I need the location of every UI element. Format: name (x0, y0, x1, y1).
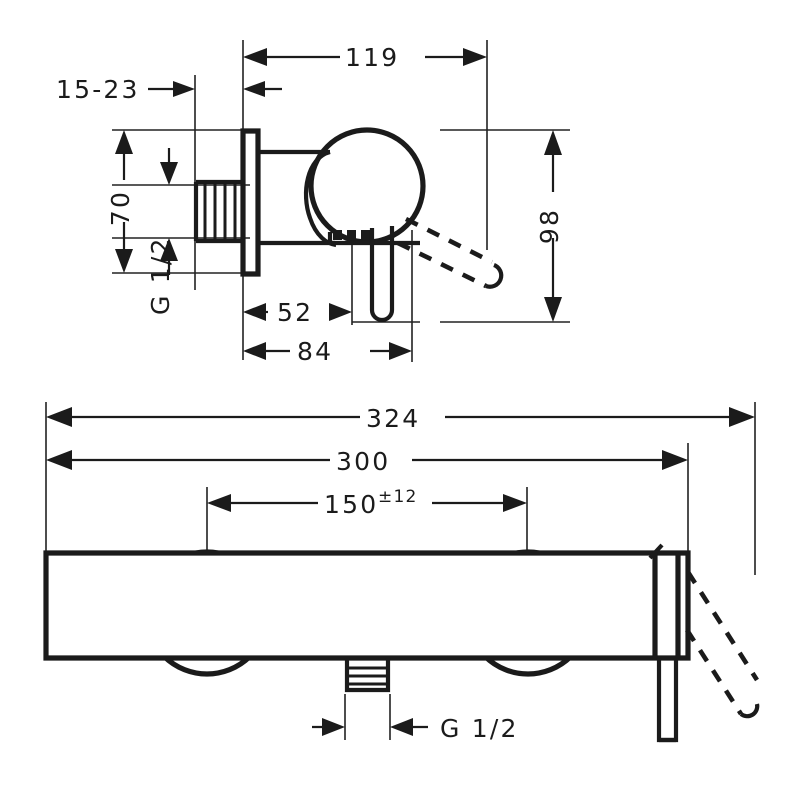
dimension-52: 52 (243, 298, 352, 327)
dim-label-300: 300 (336, 447, 390, 476)
dimension-98: 98 (535, 130, 564, 322)
bottom-front-view: 324 300 150 ±12 (43, 402, 760, 743)
dimension-outlet-g12: G 1/2 (312, 714, 519, 743)
dim-label-84: 84 (297, 337, 333, 366)
label-thread-g12-bottom: G 1/2 (440, 714, 519, 743)
dim-label-150-tolerance: ±12 (378, 487, 417, 507)
lever-swing-front-2 (685, 628, 743, 716)
dimension-300: 300 (46, 447, 688, 476)
wall-flange-plate (240, 128, 261, 277)
thread-hatching (203, 184, 237, 239)
lever-swing-dashed-2 (396, 240, 488, 289)
lever-handle-front (648, 543, 760, 743)
dimension-70: 70 (106, 130, 178, 275)
mixer-body-side (193, 127, 504, 323)
dim-label-70: 70 (106, 190, 135, 226)
dimension-119: 119 (243, 43, 487, 72)
lever-collar (327, 232, 420, 246)
lever-swing-dashed-1 (404, 216, 494, 265)
dim-label-119: 119 (345, 43, 399, 72)
dim-label-324: 324 (366, 404, 420, 433)
outlet-connector (344, 658, 391, 693)
top-extension-lines (112, 40, 570, 362)
lever-shaft-front (656, 658, 679, 743)
outlet-thread-hatching (349, 666, 386, 686)
cartridge-head-circle (308, 127, 426, 245)
label-thread-g12-top: G 1/2 (146, 236, 175, 315)
lever-swing-front-tip (739, 703, 760, 719)
body-bar-fill (48, 555, 686, 657)
dim-label-52: 52 (277, 298, 313, 327)
collar-notches (333, 230, 370, 240)
lever-handle-down (369, 226, 395, 323)
dimension-324: 324 (46, 404, 755, 433)
body-bar-outline (43, 550, 691, 661)
inlet-nipple-outline (193, 179, 243, 244)
dimension-150-tol: 150 ±12 (207, 487, 527, 519)
outlet-body (344, 658, 391, 693)
top-side-view: 15-23 119 70 G 1/2 (56, 40, 570, 366)
body-block-edges (258, 149, 335, 246)
lever-base-sides (652, 553, 681, 658)
dimension-15-23: 15-23 (56, 75, 282, 104)
dim-label-15-23: 15-23 (56, 75, 140, 104)
lever-swing-tip (485, 263, 504, 289)
dim-label-98: 98 (535, 208, 564, 244)
lever-swing-front-1 (686, 570, 759, 682)
lever-notch-mark (648, 543, 664, 560)
dimension-84: 84 (243, 337, 412, 366)
dim-label-150: 150 (324, 490, 378, 519)
